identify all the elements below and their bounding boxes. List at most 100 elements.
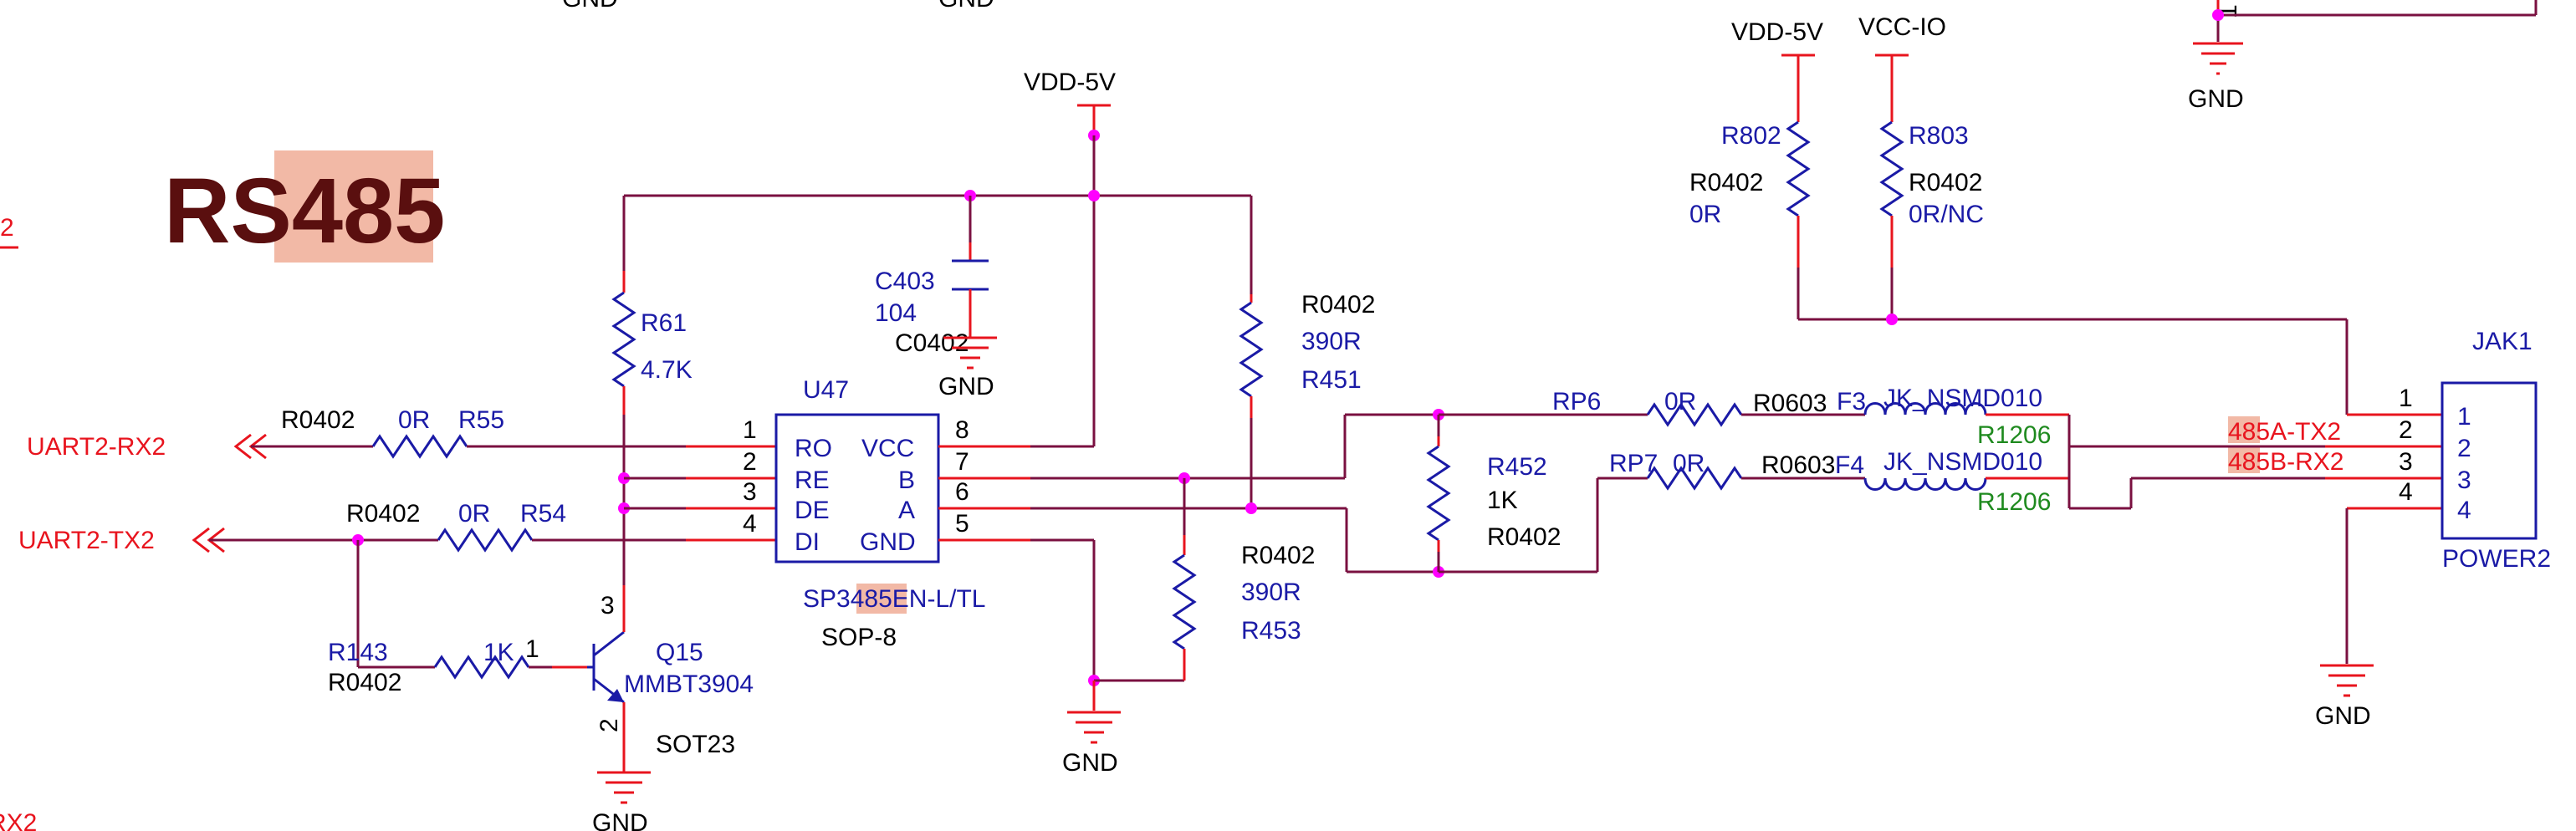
u47-pin6-num: 6	[955, 478, 969, 506]
r143-resistor	[433, 655, 530, 680]
svg-text:GND: GND	[938, 373, 994, 400]
jak1-pin1-num: 1	[2399, 385, 2413, 412]
u47-package: SOP-8	[821, 624, 897, 651]
r143-value: 1K	[483, 639, 514, 666]
gnd-symbol-c403: GND	[938, 336, 997, 400]
netlabel-uart2-tx2: UART2-TX2	[18, 527, 155, 554]
r452-resistor	[1426, 445, 1451, 542]
u47-pin5-name: GND	[860, 528, 916, 556]
r54-resistor	[437, 528, 534, 553]
r55-package: R0402	[281, 406, 355, 434]
r453-resistor	[1172, 553, 1197, 650]
gnd-symbol-q15: GND	[592, 752, 651, 831]
gnd-symbol-jak1: GND	[2315, 664, 2374, 730]
r55-resistor	[371, 434, 468, 459]
rp6-ref: RP6	[1552, 388, 1601, 416]
jak1-pin3-num: 3	[2399, 448, 2413, 476]
r452-ref: R452	[1487, 453, 1547, 481]
f4-part: JK_NSMD010	[1883, 448, 2042, 476]
r453-package: R0402	[1241, 542, 1315, 569]
rp7-resistor	[1646, 466, 1743, 491]
u47-pin2-num: 2	[743, 448, 757, 476]
u47-pin3-name: DE	[795, 497, 830, 524]
netlabel-uart2-rx2: UART2-RX2	[27, 433, 166, 461]
left-edge-cut-pin: 2	[0, 214, 14, 242]
rp6-value: 0R	[1664, 388, 1696, 416]
r452-value: 1K	[1487, 487, 1518, 514]
u47-part: SP3485EN-L/TL	[803, 585, 985, 613]
jak1-pin1-name: 1	[2457, 403, 2471, 431]
r451-resistor	[1239, 301, 1264, 398]
q15-transistor	[587, 630, 625, 704]
u47-pin1-num: 1	[743, 416, 757, 444]
r803-resistor	[1879, 120, 1904, 217]
rp6-resistor	[1646, 402, 1743, 427]
r143-ref: R143	[328, 639, 388, 666]
svg-text:GND: GND	[592, 809, 648, 831]
u47-pin8-name: VCC	[861, 435, 914, 462]
r451-value: 390R	[1301, 328, 1362, 355]
section-title: RS485	[164, 160, 445, 263]
gnd-symbol-top-right: 1 GND	[2188, 0, 2538, 113]
rp6-package: R0603	[1753, 390, 1827, 417]
u47-part-highlight	[856, 584, 907, 614]
u47-pin1-name: RO	[795, 435, 832, 462]
jak1-pin4-name: 4	[2457, 497, 2471, 524]
r451-package: R0402	[1301, 291, 1375, 319]
r452-package: R0402	[1487, 523, 1561, 551]
bottom-left-cut-netlabel: RX2	[0, 809, 37, 831]
f4-ref: F4	[1835, 451, 1864, 479]
q15-pin-emitter: 2	[595, 718, 623, 732]
netlabel-485a-tx2: 485A-TX2	[2228, 418, 2341, 446]
r54-package: R0402	[346, 500, 420, 528]
u47-pin6-name: A	[898, 497, 915, 524]
r61-value: 4.7K	[641, 356, 693, 384]
u47-pin5-num: 5	[955, 510, 969, 538]
q15-pin-collector: 3	[601, 592, 615, 619]
r55-value: 0R	[398, 406, 430, 434]
u47-pin4-num: 4	[743, 510, 757, 538]
vdd-5v-label-right: VDD-5V	[1731, 18, 1823, 46]
u47-pin8-num: 8	[955, 416, 969, 444]
u47-pin3-num: 3	[743, 478, 757, 506]
r803-value: 0R/NC	[1909, 201, 1984, 228]
title-highlight	[274, 150, 433, 263]
r143-package: R0402	[328, 669, 401, 696]
r451-ref: R451	[1301, 366, 1362, 394]
r803-ref: R803	[1909, 122, 1969, 150]
q15-ref: Q15	[656, 639, 703, 666]
u47-pin7-num: 7	[955, 448, 969, 476]
r453-value: 390R	[1241, 579, 1301, 606]
jak1-part: POWER2	[2442, 545, 2551, 573]
r803-package: R0402	[1909, 169, 1982, 196]
q15-pin-base: 1	[525, 635, 539, 663]
jak1-pin2-name: 2	[2457, 435, 2471, 462]
gnd-symbol-u47: GND	[1062, 711, 1121, 777]
u47-pin4-name: DI	[795, 528, 820, 556]
vcc-io-label: VCC-IO	[1858, 13, 1946, 41]
svg-text:GND: GND	[2315, 702, 2371, 730]
gnd-label-cut-b: GND	[938, 0, 994, 13]
r802-package: R0402	[1689, 169, 1763, 196]
f3-fuse	[1863, 402, 1987, 416]
f3-ref: F3	[1837, 388, 1866, 416]
f4-package: R1206	[1977, 488, 2051, 516]
vdd-5v-label: VDD-5V	[1024, 69, 1116, 96]
netlabel-b-highlight	[2228, 446, 2260, 473]
r802-resistor	[1786, 120, 1811, 217]
c403-ref: C403	[875, 268, 935, 295]
q15-part: MMBT3904	[624, 670, 754, 698]
r55-ref: R55	[458, 406, 504, 434]
c403-package: C0402	[895, 329, 969, 357]
r54-value: 0R	[458, 500, 490, 528]
svg-text:GND: GND	[1062, 749, 1118, 777]
u47-ref: U47	[803, 376, 849, 404]
u47-pin7-name: B	[898, 466, 915, 494]
f4-fuse	[1863, 477, 1987, 491]
r802-ref: R802	[1721, 122, 1781, 150]
r54-ref: R54	[520, 500, 566, 528]
jak1-pin4-num: 4	[2399, 478, 2413, 506]
rp7-package: R0603	[1761, 451, 1835, 479]
u47-pin2-name: RE	[795, 466, 830, 494]
